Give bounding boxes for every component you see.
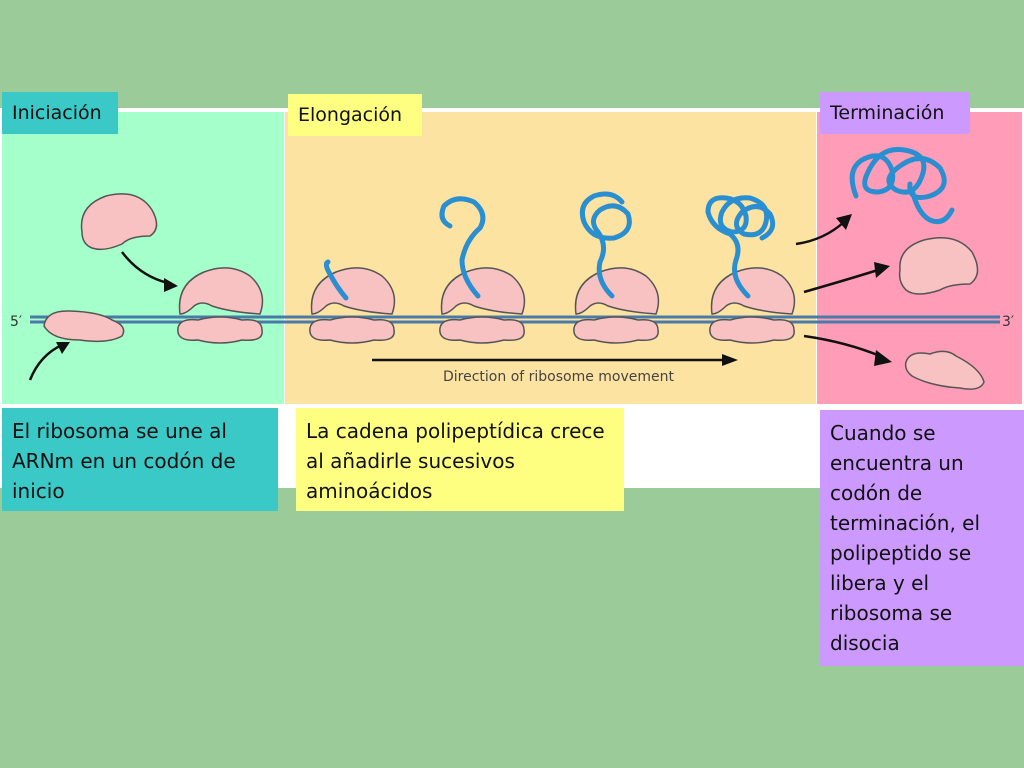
ribosome [309,259,396,344]
growing-polypeptide [705,195,776,299]
elongation-label: Elongación [288,94,422,136]
termination-caption: Cuando se encuentra un codón de terminac… [820,410,1024,666]
initiation-panel [2,112,284,404]
termination-caption-text: Cuando se encuentra un codón de terminac… [830,421,981,655]
arrow-large-subunit-release [803,268,879,294]
arrowhead [836,214,852,230]
termination-label-text: Terminación [830,102,945,124]
ribosome-small-subunit [43,310,125,343]
arrowhead [56,342,70,354]
elongation-caption-text: La cadena polipeptídica crece al añadirl… [306,419,605,503]
released-polypeptide [849,146,955,225]
direction-label: Direction of ribosome movement [443,369,675,385]
direction-arrowhead [722,354,738,366]
arrow-peptide-release [795,221,845,246]
ribosome-small-subunit [439,316,525,344]
ribosome-small-subunit [177,316,263,344]
released-small-subunit [904,350,985,390]
elongation-panel [285,112,816,404]
termination-label: Terminación [820,92,970,134]
ribosome-group [177,191,796,344]
ribosome [439,196,526,344]
ribosome-large-subunit [80,193,158,251]
arrowhead [164,278,178,292]
arrowhead [874,350,892,366]
ribosome [705,195,796,344]
growing-polypeptide [439,196,486,299]
initiation-caption-text: El ribosoma se une al ARNm en un codón d… [12,419,236,503]
initiation-caption: El ribosoma se une al ARNm en un codón d… [2,408,278,511]
mrna-3prime-label: 3′ [1002,314,1014,330]
growing-polypeptide [579,191,632,299]
elongation-caption: La cadena polipeptídica crece al añadirl… [296,408,624,511]
initiation-label-text: Iniciación [12,102,102,124]
initiation-label: Iniciación [2,92,118,134]
arrow-large-subunit-join [121,251,169,285]
ribosome [177,267,264,344]
released-large-subunit [898,237,979,295]
ribosome-large-subunit [178,267,264,315]
ribosome [573,191,660,344]
growing-polypeptide [323,259,349,301]
ribosome-small-subunit [309,316,395,344]
arrow-small-subunit-release [803,334,881,358]
ribosome-small-subunit [709,316,795,344]
mrna-5prime-label: 5′ [10,314,22,330]
arrowhead [874,262,890,278]
elongation-label-text: Elongación [298,104,403,126]
ribosome-small-subunit [573,316,659,344]
